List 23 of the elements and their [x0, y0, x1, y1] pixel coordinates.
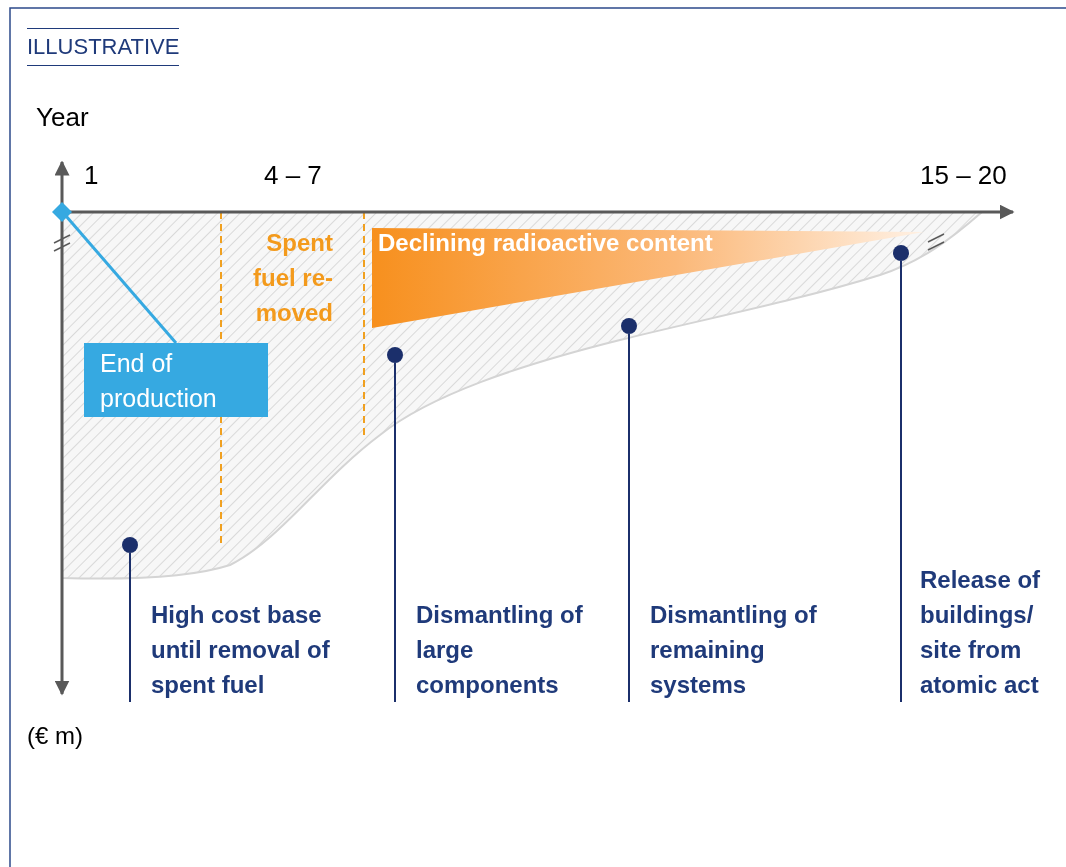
tick-label: 4 – 7 — [264, 160, 322, 191]
tick-label: 15 – 20 — [920, 160, 1007, 191]
connector-line — [64, 215, 178, 344]
stage-label: High cost base until removal of spent fuel — [130, 597, 375, 702]
leader-line — [900, 260, 902, 703]
leader-line — [129, 552, 131, 703]
axis-title: Year — [36, 102, 89, 133]
tick-label: 1 — [84, 160, 99, 191]
leader-dot — [122, 537, 138, 553]
leader-dot — [621, 318, 637, 334]
leader-dot — [893, 245, 909, 261]
leader-dot — [387, 347, 403, 363]
leader-line — [394, 362, 396, 703]
axis-unit: (€ m) — [27, 722, 83, 750]
milestone-note: Spent fuel re- moved — [252, 228, 333, 328]
stage-label: Dismantling of large components — [395, 597, 610, 702]
stage-label: Dismantling of remaining systems — [629, 597, 859, 702]
stage-label: Release of buildings/ site from atomic act — [901, 562, 1066, 702]
stamp-label: ILLUSTRATIVE — [27, 28, 180, 66]
milestone-diamond — [52, 202, 72, 222]
milestone-box: End of production — [84, 343, 268, 417]
leader-line — [628, 333, 630, 703]
wedge-label: Declining radioactive content — [378, 229, 713, 257]
